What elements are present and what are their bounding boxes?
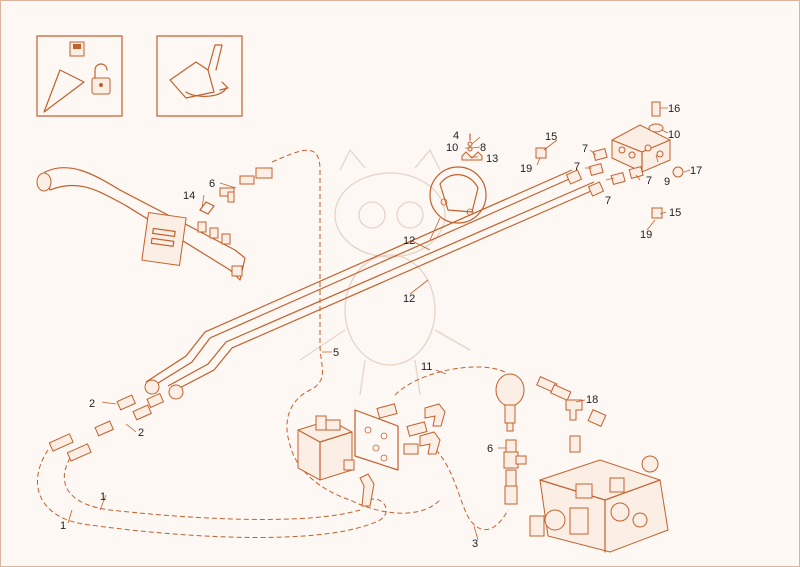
manifold-block [535,101,684,219]
callout-9: 9 [664,176,670,188]
pump-assembly [529,455,669,553]
callout-7-d: 7 [605,195,611,207]
callout-6-bottom: 6 [487,443,493,455]
callout-8: 8 [480,142,486,154]
callout-labels: 6 14 4 10 8 13 15 19 7 7 7 7 16 10 9 17 … [60,103,702,550]
unlock-pictogram [36,35,123,117]
callout-1-inner: 1 [100,491,106,503]
hose-1-dashed [37,449,387,538]
lock-open-icon [91,63,111,95]
fittings-2 [48,392,165,462]
callout-5: 5 [333,347,339,359]
callout-7-c: 7 [646,175,652,187]
callout-13: 13 [486,153,498,165]
callout-16: 16 [668,103,680,115]
callout-6-top: 6 [209,178,215,190]
callout-14: 14 [183,190,195,202]
callout-2-lower: 2 [138,427,144,439]
pipe-12-pair [144,169,605,400]
callout-1-outer: 1 [60,520,66,532]
callout-12-lower: 12 [403,293,415,305]
callout-17: 17 [690,165,702,177]
callout-12-upper: 12 [403,235,415,247]
callout-19-bottom: 19 [640,229,652,241]
callout-10-right: 10 [668,129,680,141]
callout-7-b: 7 [574,161,580,173]
bucket-rotate-icon [185,81,229,98]
center-fittings [376,403,446,455]
fitting-group-top-left [199,167,273,215]
tee-fitting [503,439,527,505]
callout-7-a: 7 [582,143,588,155]
valve-block [297,415,375,507]
callout-10-left: 10 [446,142,458,154]
callout-19-top: 19 [520,163,532,175]
boom-tube [36,167,246,281]
accumulator [495,373,525,432]
callout-4: 4 [453,130,459,142]
callout-15-bottom: 15 [669,207,681,219]
watermark-mascot [299,148,471,396]
callout-2-upper: 2 [89,398,95,410]
clamp-detail [429,166,487,241]
bucket-rotate-pictogram [156,35,243,117]
callout-18: 18 [586,394,598,406]
bracket-plate [354,409,399,471]
fittings-18 [536,376,607,453]
hose-3-dashed [435,449,509,531]
callout-15-top: 15 [545,131,557,143]
callout-11: 11 [421,361,432,373]
leader-lines [67,107,691,541]
hose-5-dashed [271,149,441,514]
callout-3: 3 [472,538,478,550]
hose-11-dashed [394,366,506,396]
